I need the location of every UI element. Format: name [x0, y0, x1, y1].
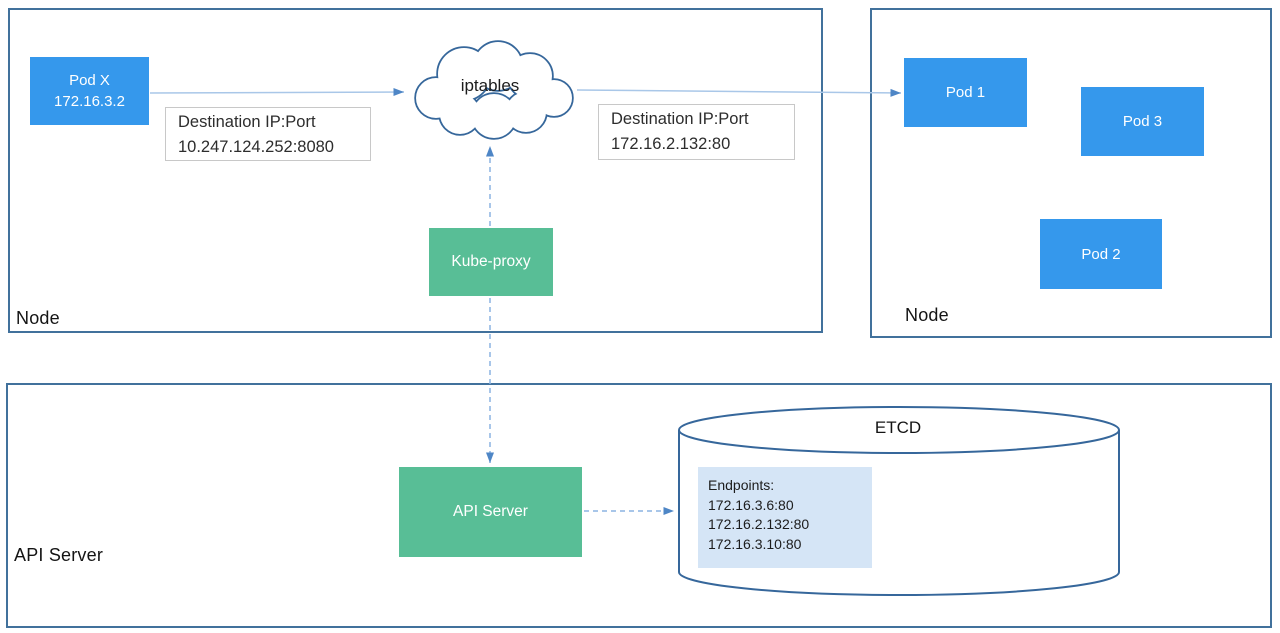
api-server-section-label: API Server [14, 545, 104, 565]
api-server-box: API Server [399, 467, 582, 557]
pod-3-box: Pod 3 [1081, 87, 1204, 156]
destination-after-nat-label: Destination IP:Port 172.16.2.132:80 [598, 104, 795, 160]
destination-after-line2: 172.16.2.132:80 [611, 135, 731, 153]
api-server-container [6, 383, 1272, 628]
pod-2-box: Pod 2 [1040, 219, 1162, 289]
destination-before-nat-label: Destination IP:Port 10.247.124.252:8080 [165, 107, 371, 161]
pod-1-label: Pod 1 [945, 84, 986, 101]
node-right-container [870, 8, 1272, 338]
kube-proxy-label: Kube-proxy [451, 253, 531, 270]
iptables-label: iptables [460, 76, 520, 95]
iptables-cloud-shape [414, 40, 574, 140]
endpoint-1: 172.16.3.6:80 [708, 496, 794, 513]
endpoint-2: 172.16.2.132:80 [708, 516, 810, 532]
pod-x-box: Pod X 172.16.3.2 [30, 57, 149, 125]
destination-before-line2: 10.247.124.252:8080 [178, 138, 334, 156]
api-server-box-label: API Server [453, 503, 528, 520]
pod-x-name: Pod X [69, 72, 110, 89]
destination-after-line1: Destination IP:Port [611, 110, 749, 128]
endpoint-3: 172.16.3.10:80 [708, 535, 802, 552]
pod-2-label: Pod 2 [1081, 245, 1121, 263]
pod-x-ip: 172.16.3.2 [54, 93, 125, 110]
pod-1-box: Pod 1 [904, 58, 1027, 127]
node-right-label: Node [905, 305, 949, 325]
pod-3-label: Pod 3 [1122, 113, 1163, 130]
endpoints-heading: Endpoints: [708, 477, 775, 493]
destination-before-line1: Destination IP:Port [178, 113, 316, 131]
kube-proxy-box: Kube-proxy [429, 228, 553, 296]
etcd-endpoints-box: Endpoints: 172.16.3.6:80 172.16.2.132:80… [698, 467, 872, 568]
etcd-title: ETCD [874, 418, 922, 437]
node-left-label: Node [16, 308, 60, 328]
node-left-container [8, 8, 823, 333]
